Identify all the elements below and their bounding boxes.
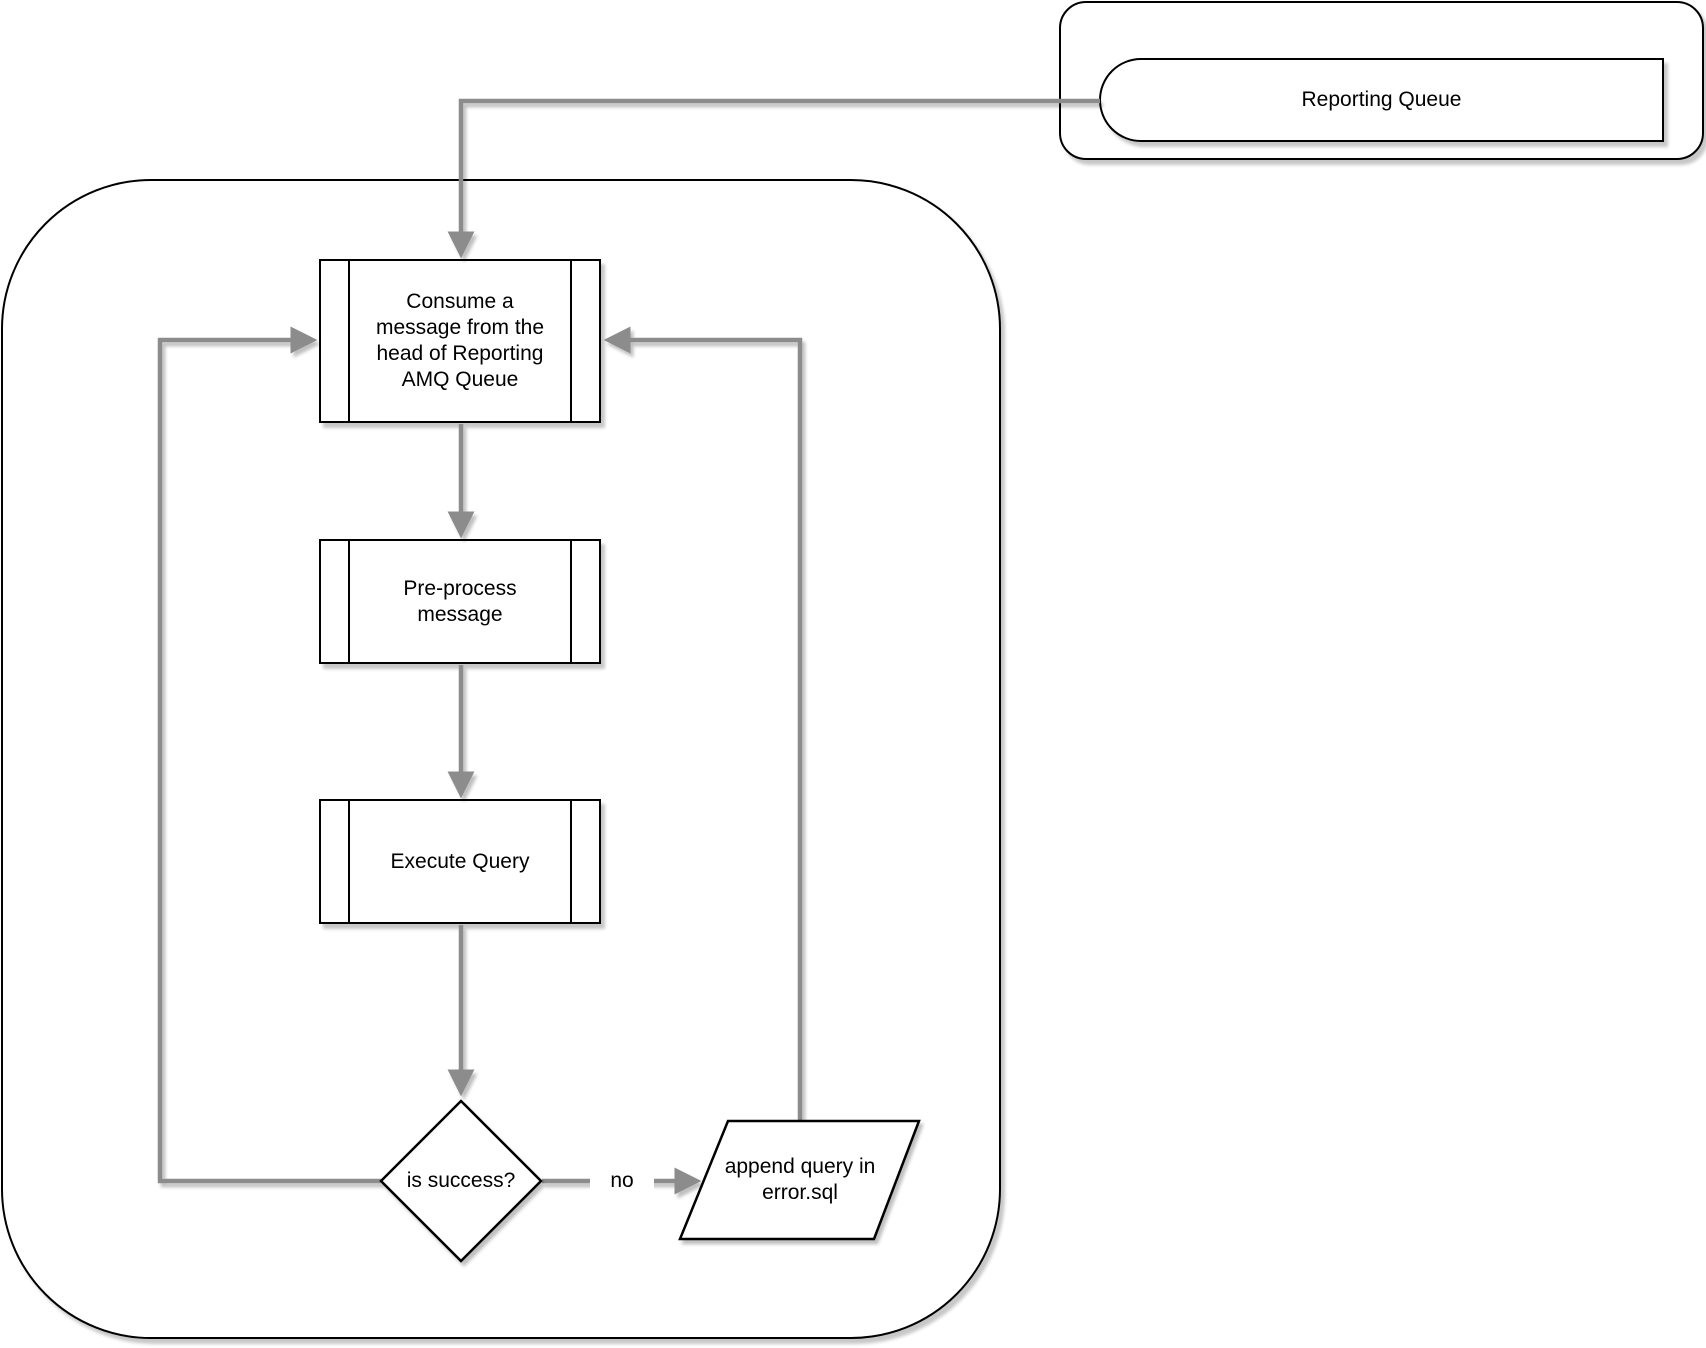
execute-query-node: Execute Query bbox=[319, 799, 601, 924]
append-error-parallelogram bbox=[678, 1119, 921, 1241]
edge-queue-to-consume bbox=[447, 98, 1100, 259]
preprocess-message-label: Pre-process message bbox=[403, 576, 517, 626]
no-edge-label: no bbox=[590, 1162, 654, 1200]
reporting-queue-inner-shape: Reporting Queue bbox=[1099, 58, 1664, 142]
is-success-decision-diamond bbox=[379, 1099, 543, 1263]
append-error-label: append query in error.sql bbox=[724, 1155, 876, 1204]
edge-decision-yes-loop-to-consume bbox=[157, 326, 381, 1184]
reporting-queue-label: Reporting Queue bbox=[1301, 88, 1462, 111]
consume-message-node: Consume a message from the head of Repor… bbox=[319, 259, 601, 423]
edge-append-loop-to-consume bbox=[603, 326, 803, 1122]
is-success-label: is success? bbox=[406, 1169, 516, 1192]
preprocess-message-node: Pre-process message bbox=[319, 539, 601, 664]
execute-query-label: Execute Query bbox=[390, 849, 530, 873]
consume-message-label: Consume a message from the head of Repor… bbox=[375, 290, 545, 391]
